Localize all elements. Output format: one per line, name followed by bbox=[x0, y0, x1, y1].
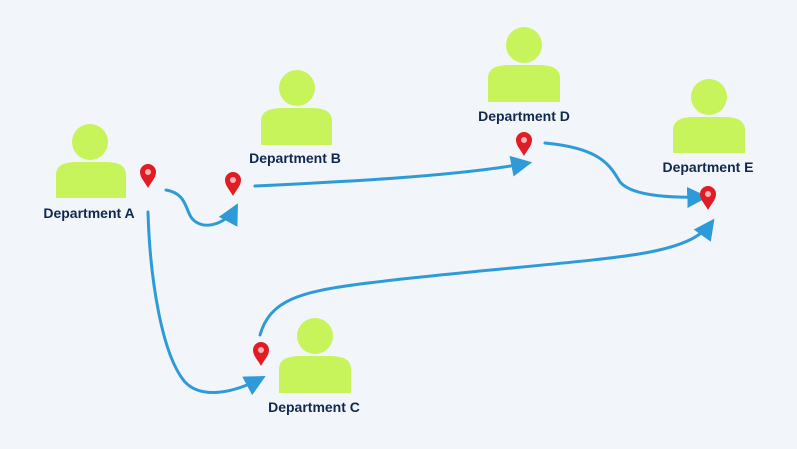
department-e-label: Department E bbox=[662, 159, 753, 175]
routes bbox=[146, 141, 715, 396]
department-c-label: Department C bbox=[268, 399, 360, 415]
person-icon bbox=[56, 124, 126, 198]
department-b-label: Department B bbox=[249, 150, 341, 166]
person-icon bbox=[261, 70, 332, 145]
map-pin-icon bbox=[700, 186, 716, 210]
person-icon bbox=[488, 27, 560, 102]
map-pin-icon bbox=[516, 132, 532, 156]
department-a-label: Department A bbox=[43, 205, 134, 221]
person-icon bbox=[279, 318, 351, 393]
map-pin-icon bbox=[225, 172, 241, 196]
department-d-label: Department D bbox=[478, 108, 570, 124]
route-a-to-c bbox=[146, 210, 266, 396]
map-pin-icon bbox=[140, 164, 156, 188]
map-pin-icon bbox=[253, 342, 269, 366]
route-d-to-e bbox=[543, 141, 709, 208]
route-b-to-d bbox=[253, 155, 533, 188]
person-icon bbox=[673, 79, 745, 153]
route-c-to-e bbox=[258, 218, 715, 337]
route-a-to-b bbox=[164, 188, 238, 227]
